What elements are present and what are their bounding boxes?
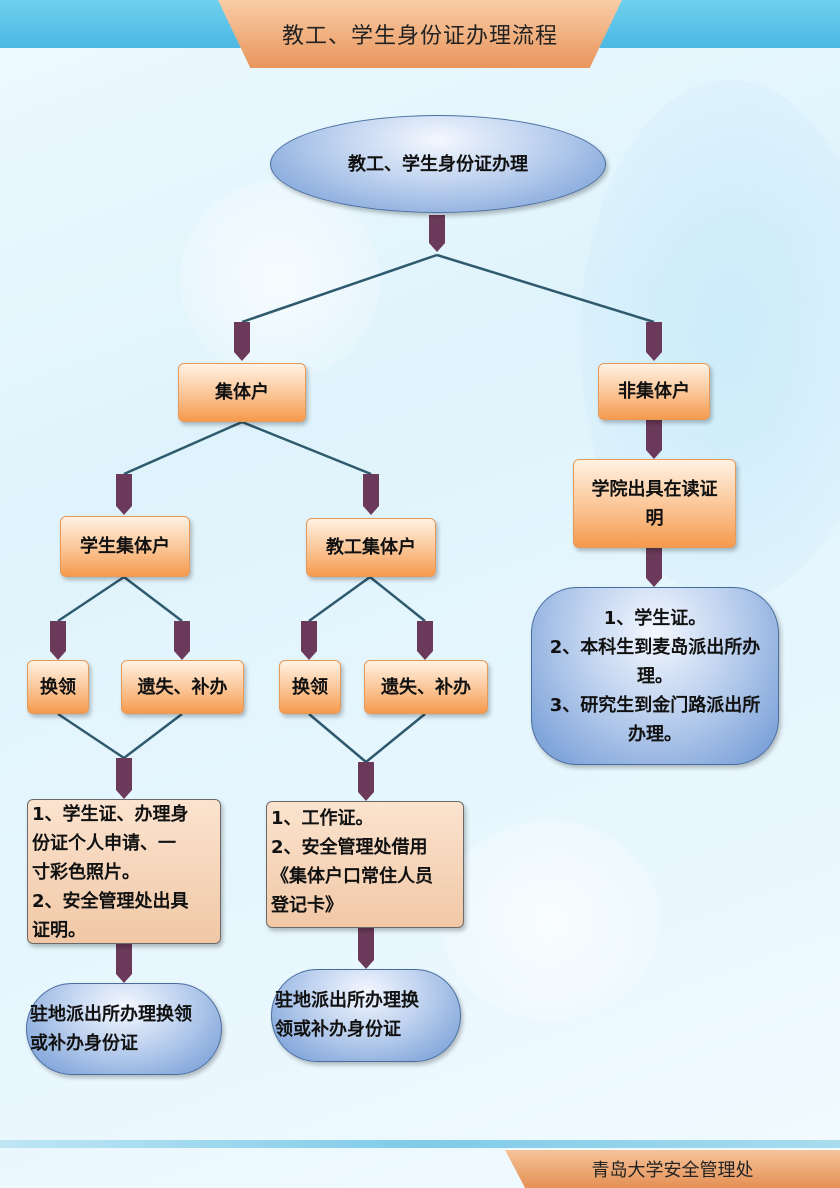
arrow-marker <box>646 322 662 361</box>
node-staff-lost-label: 遗失、补办 <box>381 676 471 698</box>
node-student-collective: 学生集体户 <box>60 516 190 577</box>
arrow-markers <box>50 215 662 983</box>
node-student-lost-label: 遗失、补办 <box>137 676 228 698</box>
arrow-marker <box>234 322 250 361</box>
header-banner-right <box>580 0 840 48</box>
arrow-marker <box>646 548 662 587</box>
connector-line <box>123 576 183 622</box>
connector-line <box>57 712 125 760</box>
node-non-collective-steps: 1、学生证。 2、本科生到麦岛派出所办 理。 3、研究生到金门路派出所 办理。 <box>531 587 779 765</box>
connector-line <box>365 713 426 763</box>
node-student-requirements: 1、学生证、办理身 份证个人申请、一 寸彩色照片。 2、安全管理处出具 证明。 <box>27 799 221 944</box>
arrow-marker <box>116 758 132 799</box>
header-banner-left <box>0 0 260 48</box>
footer-divider <box>0 1140 840 1148</box>
node-staff-requirements: 1、工作证。 2、安全管理处借用 《集体户口常住人员 登记卡》 <box>266 801 464 928</box>
node-student-lost: 遗失、补办 <box>121 660 244 714</box>
arrow-marker <box>358 928 374 969</box>
arrow-marker <box>174 621 190 660</box>
node-collective: 集体户 <box>178 363 306 422</box>
connector-lines <box>57 253 655 763</box>
node-staff-collective-label: 教工集体户 <box>326 537 416 558</box>
node-non-collective-label: 非集体户 <box>618 381 690 402</box>
node-staff-lost: 遗失、补办 <box>364 660 488 714</box>
arrow-marker <box>363 474 379 515</box>
node-student-result: 驻地派出所办理换领 或补办身份证 <box>26 983 222 1075</box>
footer-org: 青岛大学安全管理处 <box>505 1150 840 1188</box>
connector-line <box>369 576 426 622</box>
connector-line <box>57 575 125 623</box>
page-title: 教工、学生身份证办理流程 <box>218 0 622 68</box>
node-non-collective: 非集体户 <box>598 363 710 420</box>
node-staff-requirements-label: 1、工作证。 2、安全管理处借用 《集体户口常住人员 登记卡》 <box>271 808 433 916</box>
connector-line <box>241 253 438 324</box>
arrow-marker <box>116 474 132 515</box>
node-student-collective-label: 学生集体户 <box>80 536 170 557</box>
node-college-certificate-label: 学院出具在读证 明 <box>591 478 718 529</box>
connector-line <box>123 420 243 476</box>
node-college-certificate: 学院出具在读证 明 <box>573 459 736 548</box>
arrow-marker <box>50 621 66 660</box>
connector-line <box>308 575 371 623</box>
arrow-marker <box>116 943 132 983</box>
connector-line <box>436 253 655 324</box>
arrow-marker <box>301 621 317 660</box>
node-student-requirements-label: 1、学生证、办理身 份证个人申请、一 寸彩色照片。 2、安全管理处出具 证明。 <box>32 804 189 941</box>
node-staff-collective: 教工集体户 <box>306 518 436 577</box>
arrow-marker <box>417 621 433 660</box>
node-non-collective-steps-label: 1、学生证。 2、本科生到麦岛派出所办 理。 3、研究生到金门路派出所 办理。 <box>549 607 761 745</box>
connector-line <box>241 420 372 476</box>
node-student-result-label: 驻地派出所办理换领 或补办身份证 <box>30 1004 192 1054</box>
node-root-label: 教工、学生身份证办理 <box>348 153 528 175</box>
arrow-marker <box>646 420 662 459</box>
node-student-renew-label: 换领 <box>40 676 76 698</box>
node-staff-result: 驻地派出所办理换 领或补办身份证 <box>271 969 461 1062</box>
node-root: 教工、学生身份证办理 <box>270 115 606 213</box>
arrow-marker <box>358 762 374 801</box>
node-staff-renew-label: 换领 <box>292 676 328 698</box>
connector-line <box>308 713 367 763</box>
node-student-renew: 换领 <box>27 660 89 714</box>
connector-line <box>123 713 183 759</box>
node-collective-label: 集体户 <box>215 382 269 403</box>
arrow-marker <box>429 215 445 252</box>
node-staff-renew: 换领 <box>279 660 341 714</box>
node-staff-result-label: 驻地派出所办理换 领或补办身份证 <box>275 990 419 1040</box>
